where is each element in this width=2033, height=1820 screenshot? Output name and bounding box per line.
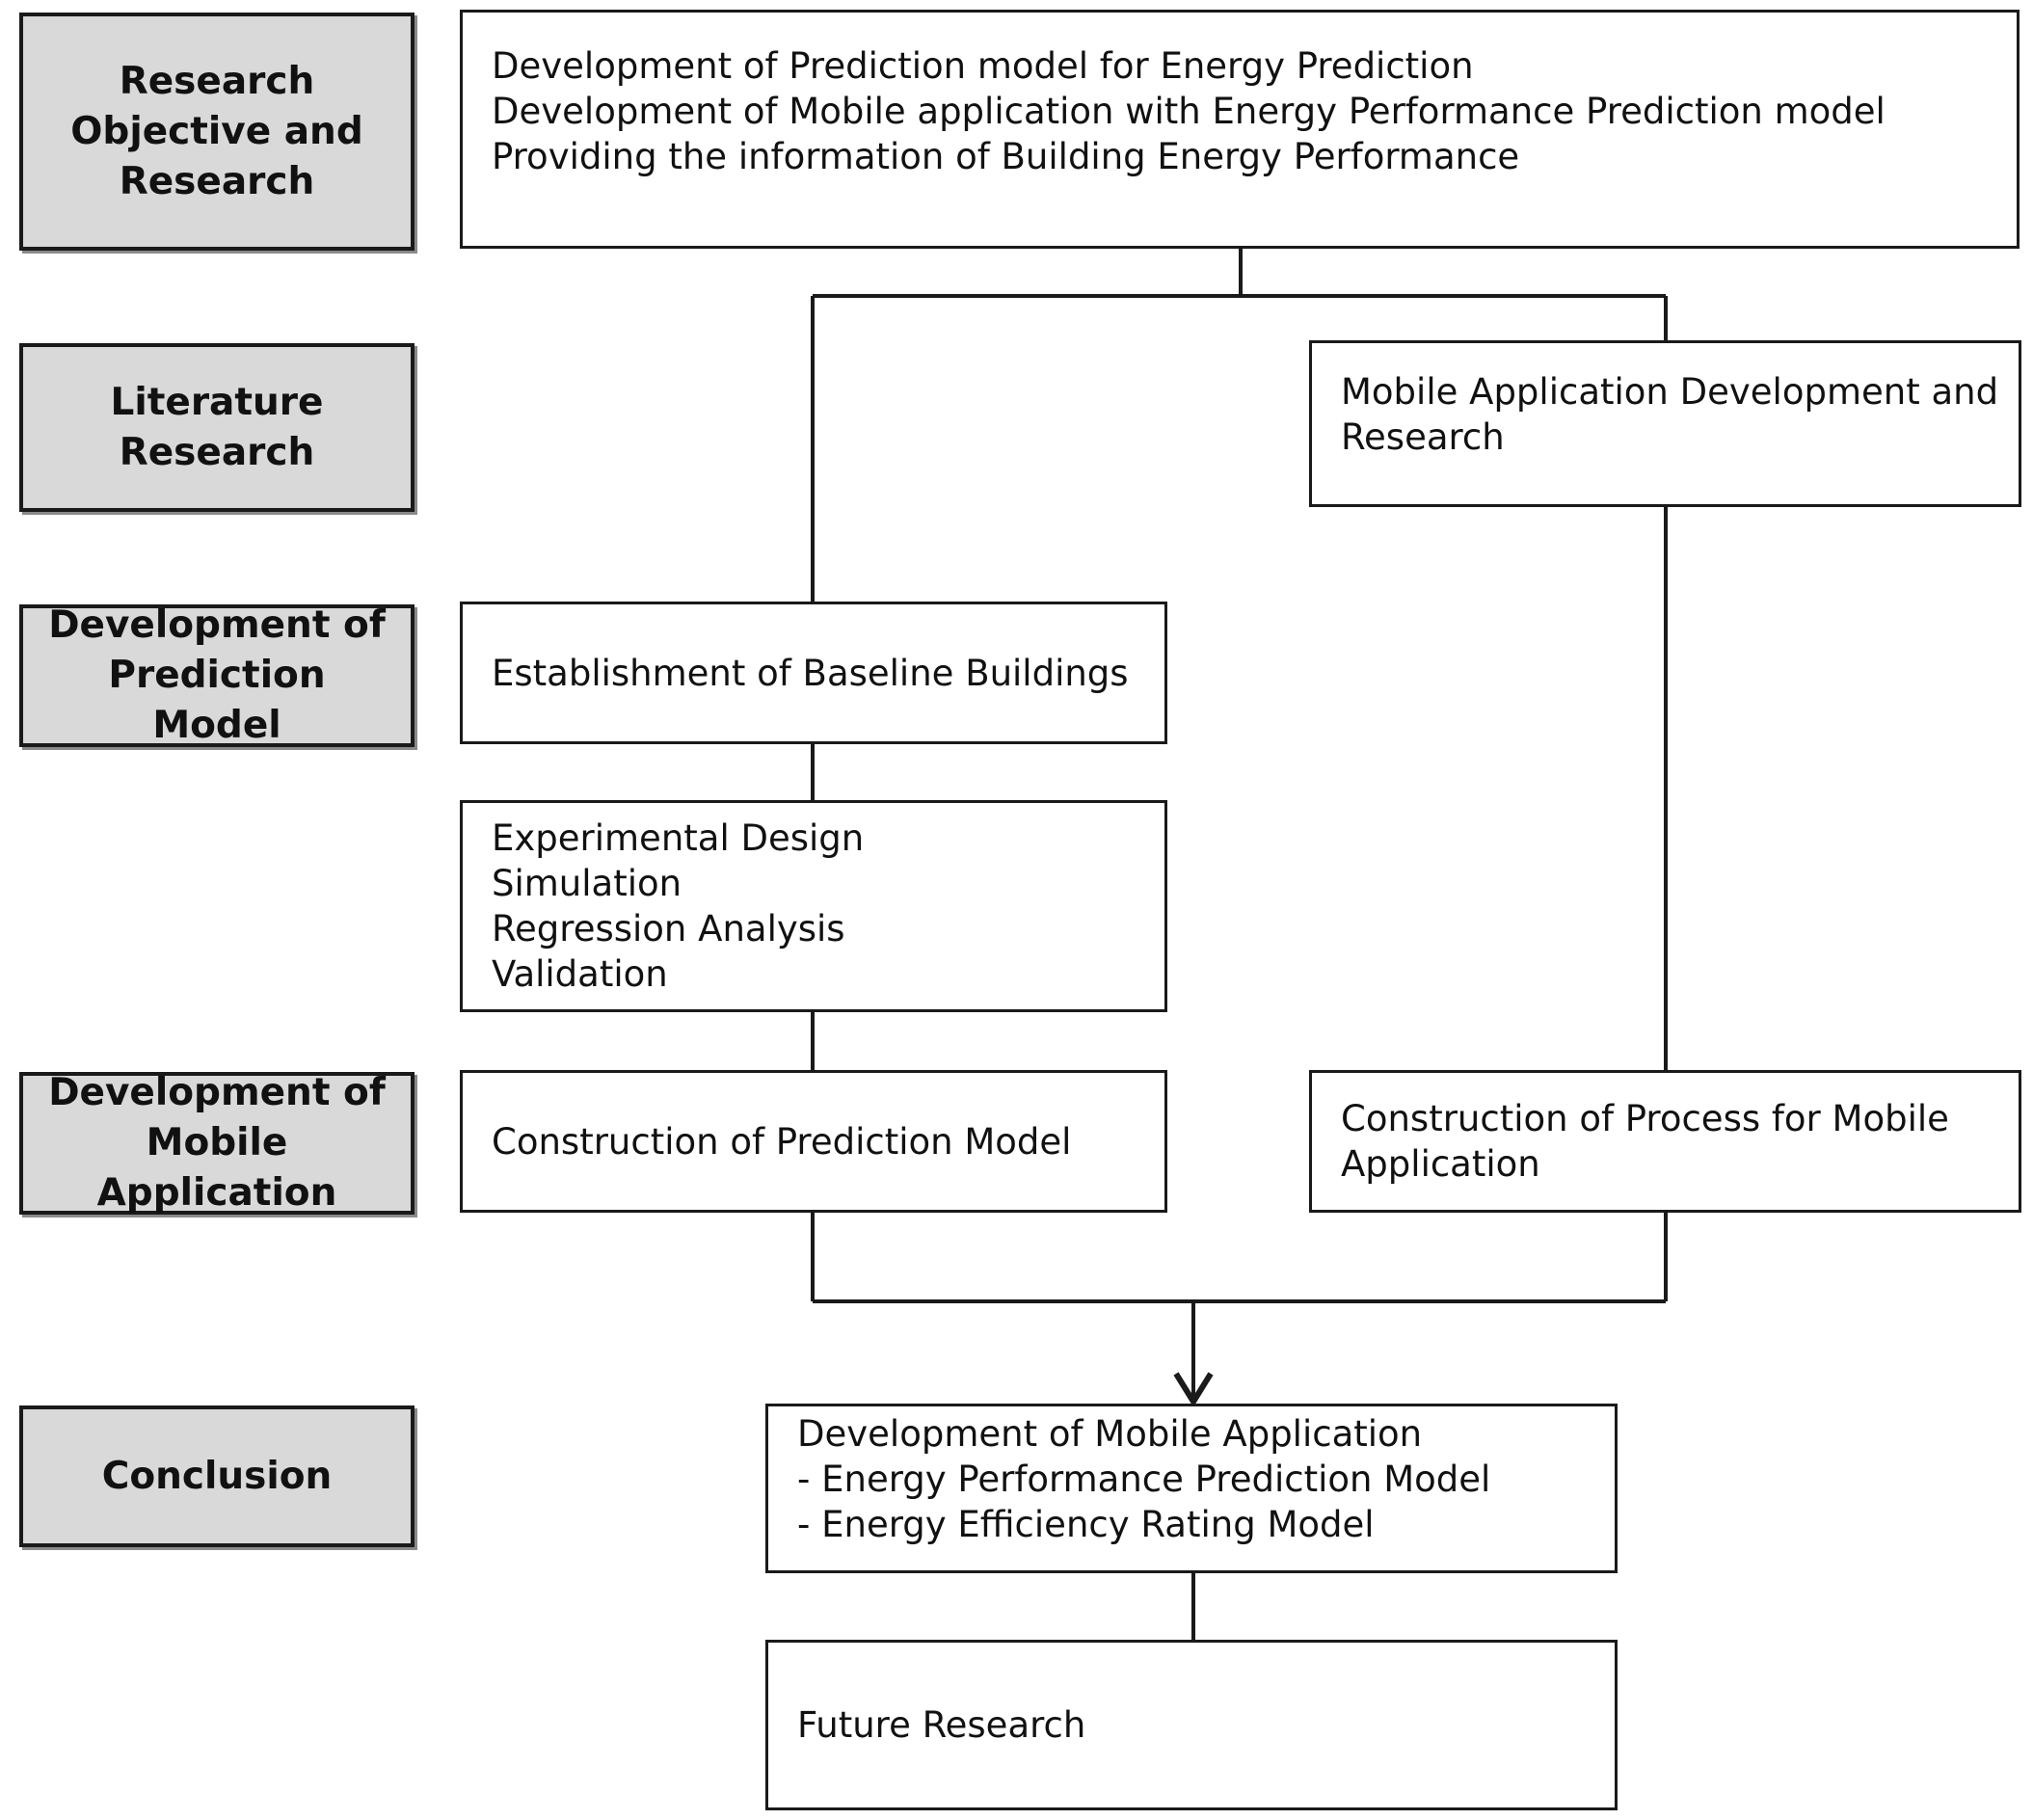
stage-label-line: Development of [48, 1071, 386, 1114]
stage-mobile-application: Development of Mobile Application [19, 1071, 415, 1215]
stage-label-line: Model [152, 704, 281, 747]
box-baseline-buildings: Establishment of Baseline Buildings [460, 602, 1167, 744]
stage-prediction-model: Development of Prediction Model [19, 603, 415, 747]
conclusion-line: - Energy Performance Prediction Model [797, 1458, 1491, 1500]
method-line: Simulation [492, 863, 682, 904]
stage-label-line: Mobile [146, 1121, 288, 1164]
objective-line: Development of Mobile application with E… [492, 90, 1886, 132]
stage-label-line: Research [119, 430, 315, 474]
box-mobile-app-research: Mobile Application Development and Resea… [1309, 340, 2021, 507]
box-construction-process: Construction of Process for Mobile Appli… [1309, 1070, 2021, 1213]
stage-label-line: Research [119, 159, 315, 203]
box-future-research: Future Research [765, 1640, 1618, 1810]
arrowhead [1173, 1372, 1214, 1407]
construction-model-text: Construction of Prediction Model [492, 1120, 1072, 1163]
stage-research-objective: Research Objective and Research [19, 13, 415, 251]
objective-line: Providing the information of Building En… [492, 135, 1520, 177]
baseline-text: Establishment of Baseline Buildings [492, 652, 1129, 694]
stage-label-line: Prediction [108, 654, 326, 697]
construction-process-text: Construction of Process for Mobile Appli… [1341, 1098, 1949, 1185]
future-research-text: Future Research [797, 1704, 1086, 1746]
stage-conclusion: Conclusion [19, 1405, 415, 1547]
box-research-objective: Development of Prediction model for Ener… [460, 10, 2020, 249]
box-construction-prediction-model: Construction of Prediction Model [460, 1070, 1167, 1213]
conclusion-line: Development of Mobile Application [797, 1412, 1423, 1455]
stage-label-line: Application [96, 1171, 337, 1215]
conclusion-line: - Energy Efficiency Rating Model [797, 1503, 1375, 1545]
stage-label-line: Research [119, 59, 315, 103]
method-line: Experimental Design [492, 817, 865, 859]
stage-label-line: Development of [48, 603, 386, 647]
objective-line: Development of Prediction model for Ener… [492, 44, 1474, 87]
stage-literature-research: Literature Research [19, 343, 415, 512]
stage-label-line: Conclusion [101, 1454, 333, 1498]
stage-label-line: Literature [110, 380, 324, 424]
stage-label-line: Objective and [70, 109, 363, 153]
box-conclusion: Development of Mobile Application - Ener… [765, 1404, 1618, 1573]
method-line: Regression Analysis [492, 908, 845, 950]
box-methods: Experimental Design Simulation Regressio… [460, 800, 1167, 1012]
method-line: Validation [492, 953, 668, 995]
mobile-app-research-text: Mobile Application Development and Resea… [1341, 370, 1999, 458]
